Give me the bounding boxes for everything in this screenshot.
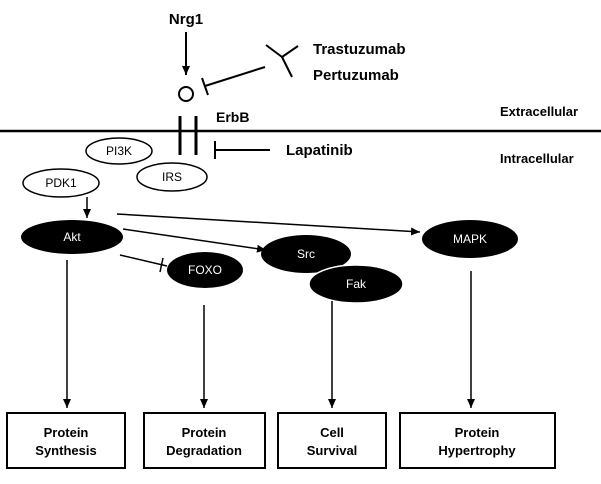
- irs-node: [136, 162, 208, 192]
- fak-node: [308, 264, 404, 304]
- protein-degradation-line2: Degradation: [166, 443, 242, 458]
- cell-survival-line1: Cell: [320, 425, 344, 440]
- protein-hypertrophy-box: Protein Hypertrophy: [399, 412, 556, 469]
- src-node: [261, 235, 351, 273]
- akt-to-src-arrow: [122, 228, 267, 253]
- src-label: Src: [297, 247, 315, 261]
- cell-survival-box: Cell Survival: [277, 412, 387, 469]
- mapk-node: [422, 220, 518, 258]
- pertuzumab-label: Pertuzumab: [313, 67, 399, 84]
- protein-degradation-line1: Protein: [182, 425, 227, 440]
- antibody-icon: [265, 44, 299, 78]
- akt-to-mapk-arrow: [116, 213, 421, 236]
- protein-synthesis-line1: Protein: [44, 425, 89, 440]
- erbb-receptor: [178, 86, 198, 155]
- akt-foxo-inhibition-line: [119, 254, 168, 267]
- fak-label: Fak: [346, 277, 367, 291]
- ligand-label: Nrg1: [169, 11, 203, 28]
- mapk-label: MAPK: [453, 232, 487, 246]
- akt-node: [21, 220, 123, 254]
- akt-foxo-inhibition-bar: [159, 257, 164, 273]
- protein-degradation-box: Protein Degradation: [143, 412, 266, 469]
- foxo-label: FOXO: [188, 263, 222, 277]
- pi3k-node: [85, 137, 153, 165]
- pi3k-label: PI3K: [106, 144, 132, 158]
- protein-synthesis-line2: Synthesis: [35, 443, 96, 458]
- antibody-inhibition-bar: [201, 77, 209, 96]
- protein-hypertrophy-line2: Hypertrophy: [438, 443, 516, 458]
- extracellular-label: Extracellular: [500, 104, 578, 119]
- irs-label: IRS: [162, 170, 182, 184]
- pdk1-node: [22, 168, 100, 198]
- antibody-inhibition-line: [204, 66, 266, 87]
- akt-label: Akt: [63, 230, 81, 244]
- cell-survival-line2: Survival: [307, 443, 358, 458]
- trastuzumab-label: Trastuzumab: [313, 41, 406, 58]
- lapatinib-label: Lapatinib: [286, 142, 353, 159]
- erbb-label: ErbB: [216, 109, 249, 125]
- protein-hypertrophy-line1: Protein: [455, 425, 500, 440]
- protein-synthesis-box: Protein Synthesis: [6, 412, 126, 469]
- receptor-ligand-binding-site: [178, 86, 194, 102]
- foxo-node: [167, 252, 243, 288]
- pdk1-label: PDK1: [45, 176, 77, 190]
- intracellular-label: Intracellular: [500, 151, 574, 166]
